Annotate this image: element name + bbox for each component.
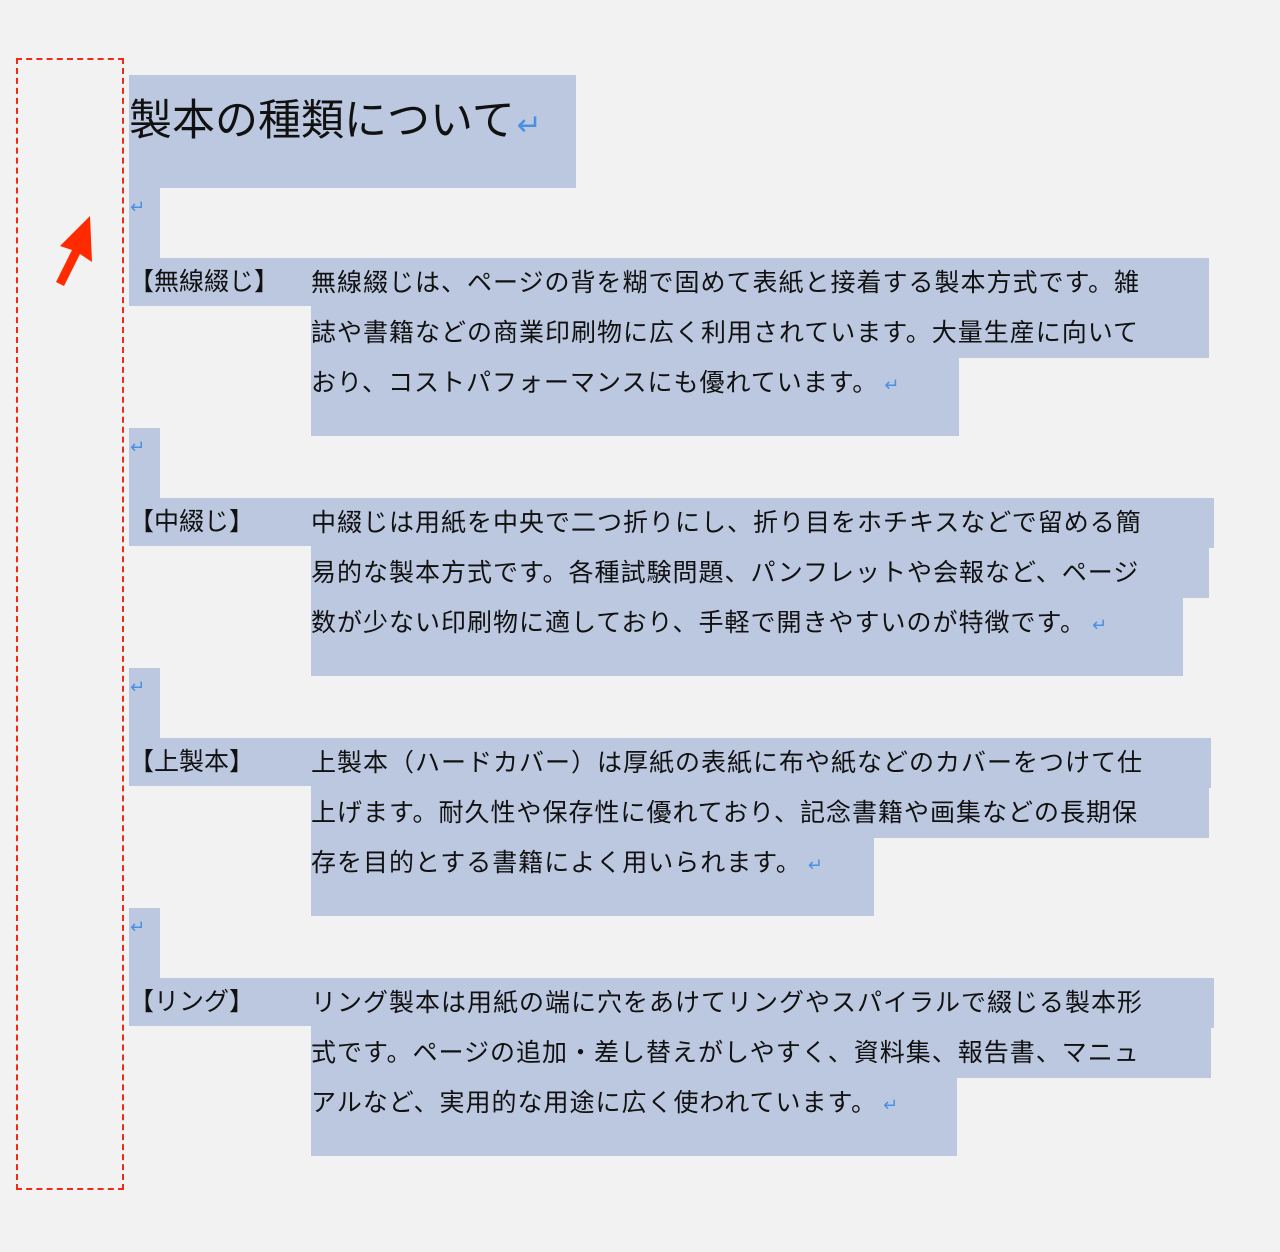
document-title[interactable]: 製本の種類について↵ <box>129 93 542 154</box>
section-line: 易的な製本方式です。各種試験問題、パンフレットや会報など、ページ <box>311 548 1209 598</box>
section-line: おり、コストパフォーマンスにも優れています。↵ <box>311 358 959 408</box>
left-margin-dashed-box <box>16 58 124 1190</box>
section-line: 数が少ない印刷物に適しており、手軽で開きやすいのが特徴です。↵ <box>311 598 1183 648</box>
section-line: 誌や書籍などの商業印刷物に広く利用されています。大量生産に向いて <box>311 308 1209 358</box>
paragraph-mark-icon: ↵ <box>130 197 146 218</box>
paragraph-mark-icon: ↵ <box>1092 615 1109 636</box>
section-highlight-tail <box>311 408 959 436</box>
section-line: 上げます。耐久性や保存性に優れており、記念書籍や画集などの長期保 <box>311 788 1209 838</box>
section-line: 中綴じは用紙を中央で二つ折りにし、折り目をホチキスなどで留める簡 <box>311 498 1214 548</box>
empty-paragraph[interactable]: ↵ <box>129 908 160 978</box>
section-line: 存を目的とする書籍によく用いられます。↵ <box>311 838 874 888</box>
empty-paragraph[interactable]: ↵ <box>129 428 160 498</box>
title-highlight[interactable]: 製本の種類について↵ <box>129 75 576 188</box>
title-text: 製本の種類について <box>129 96 515 146</box>
section-highlight-tail <box>311 648 1183 676</box>
paragraph-mark-icon: ↵ <box>130 917 146 938</box>
section-label: 【上製本】 <box>129 738 311 786</box>
section-highlight-tail <box>311 888 874 916</box>
empty-paragraph[interactable]: ↵ <box>129 668 160 738</box>
paragraph-mark-icon: ↵ <box>807 855 824 876</box>
section-line: 無線綴じは、ページの背を糊で固めて表紙と接着する製本方式です。雑 <box>311 258 1209 308</box>
up-arrow-icon <box>56 216 92 286</box>
paragraph-mark-icon: ↵ <box>130 677 146 698</box>
section-line: リング製本は用紙の端に穴をあけてリングやスパイラルで綴じる製本形 <box>311 978 1214 1028</box>
section-highlight-tail <box>311 1128 957 1156</box>
section-label: 【無線綴じ】 <box>129 258 311 306</box>
empty-paragraph[interactable]: ↵ <box>129 188 160 258</box>
section-line: 式です。ページの追加・差し替えがしやすく、資料集、報告書、マニュ <box>311 1028 1211 1078</box>
paragraph-mark-icon: ↵ <box>883 1095 900 1116</box>
paragraph-mark-icon: ↵ <box>516 108 542 143</box>
paragraph-mark-icon: ↵ <box>884 375 901 396</box>
paragraph-mark-icon: ↵ <box>130 437 146 458</box>
section-label: 【リング】 <box>129 978 311 1026</box>
section-line: 上製本（ハードカバー）は厚紙の表紙に布や紙などのカバーをつけて仕 <box>311 738 1211 788</box>
section-label: 【中綴じ】 <box>129 498 311 546</box>
section-line: アルなど、実用的な用途に広く使われています。↵ <box>311 1078 957 1128</box>
